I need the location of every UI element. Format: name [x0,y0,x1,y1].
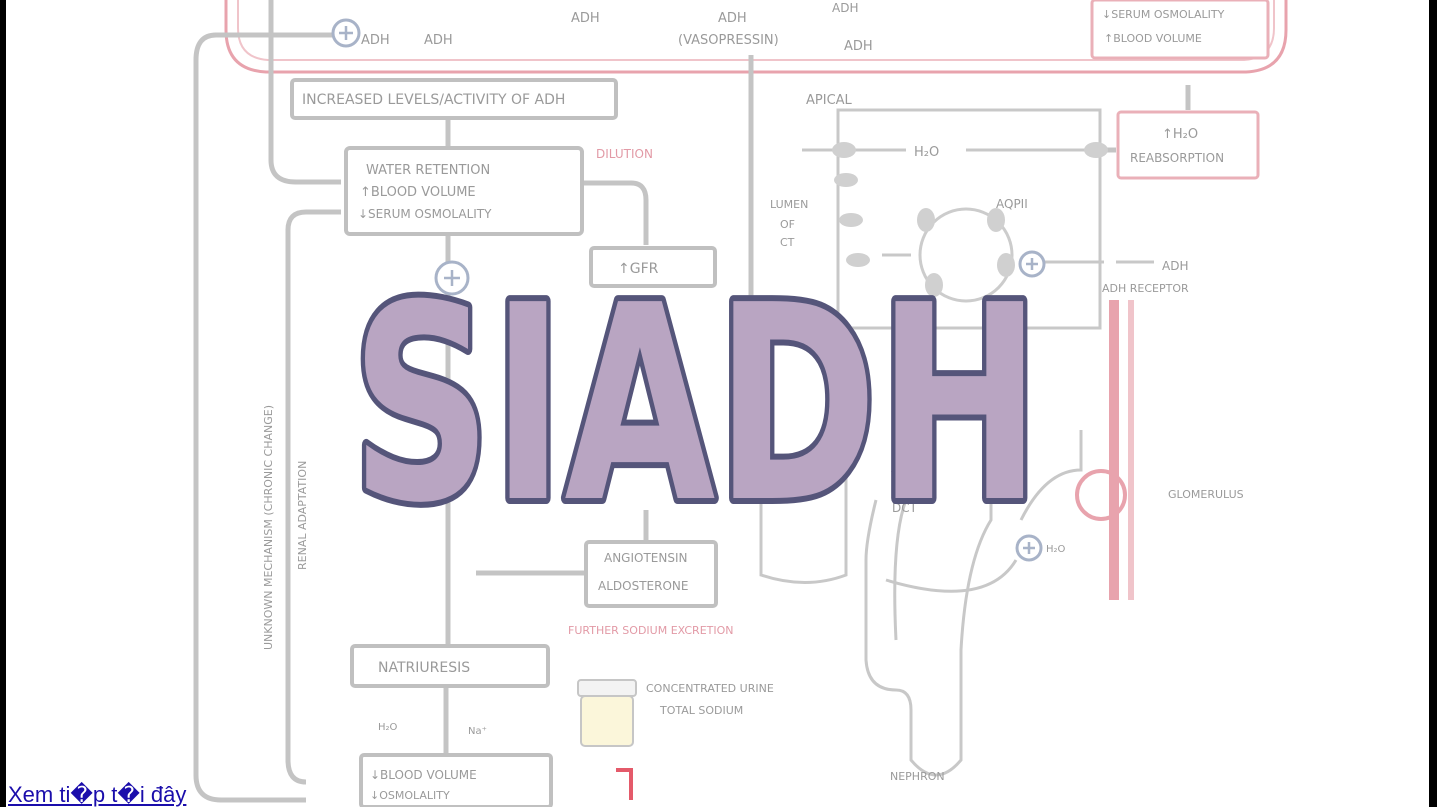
label-lumen-1: LUMEN [770,198,808,211]
red-mark [616,768,633,800]
label-adh-5: ADH [844,39,873,54]
siadh-diagram-image: ADH ADH ADH ADH (VASOPRESSIN) ADH ADH ↓S… [6,0,1429,807]
feedback-lines [193,0,1191,803]
label-aldosterone: ALDOSTERONE [598,579,688,593]
left-border [0,0,6,807]
label-serum-osm-top: ↓SERUM OSMOLALITY [1102,8,1225,21]
label-aqp2-top: AQPII [996,197,1028,211]
label-vasopressin: (VASOPRESSIN) [678,33,779,48]
label-serum-osm: ↓SERUM OSMOLALITY [358,207,492,221]
label-gfr: ↑GFR [618,261,659,277]
label-h2o-reabs-2: REABSORPTION [1130,151,1224,165]
label-renal-adaptation: RENAL ADAPTATION [296,461,309,570]
label-osmolality-low: ↓OSMOLALITY [370,789,450,802]
label-adh-receptor-adh: ADH [1162,259,1188,273]
blood-vessel-top [224,0,1288,74]
label-lumen-3: CT [780,236,795,249]
glomerulus-vessel [1075,300,1134,600]
flow-boxes [290,78,718,807]
label-apical: APICAL [806,93,853,108]
label-adh-2: ADH [424,33,453,48]
label-h2o-2: H₂O [1046,544,1066,555]
label-water-retention: WATER RETENTION [366,163,490,178]
label-adh-6: ADH [832,1,858,15]
label-adh-1: ADH [361,33,390,48]
read-more-link[interactable]: Xem ti�p t�i đây [8,782,187,807]
label-blood-vol-top: ↑BLOOD VOLUME [1104,32,1202,45]
label-blood-volume: ↑BLOOD VOLUME [360,185,476,200]
label-angiotensin: ANGIOTENSIN [604,551,688,565]
siadh-title: SIADH [351,247,1041,562]
label-further-sodium: FURTHER SODIUM EXCRETION [568,624,734,637]
label-adh-receptor: ADH RECEPTOR [1102,282,1189,295]
label-h2o-reabs-1: ↑H₂O [1162,127,1198,142]
label-increased-levels: INCREASED LEVELS/ACTIVITY OF ADH [302,92,565,108]
label-nephron: NEPHRON [890,770,945,783]
label-natriuresis: NATRIURESIS [378,660,470,676]
label-h2o-1: H₂O [914,145,939,160]
label-dct: DCT [892,501,918,515]
label-aqp2-mid: AQPII [891,461,923,475]
label-lumen-2: OF [780,218,795,231]
label-adh-3: ADH [571,11,600,26]
right-border [1429,0,1437,807]
label-blood-volume-low: ↓BLOOD VOLUME [370,768,477,782]
urine-jar [577,679,637,747]
label-concentrated-2: TOTAL SODIUM [659,704,743,717]
plus-glyphs [339,26,1038,554]
label-na: Na⁺ [468,726,487,737]
aquaporin-channels [832,142,1108,297]
nephron-outline [759,340,1083,777]
label-dilution: DILUTION [596,147,653,161]
label-concentrated-1: CONCENTRATED URINE [646,682,774,695]
label-adh-4: ADH [718,11,747,26]
top-right-box [1090,0,1270,60]
handwritten-labels: ADH ADH ADH ADH (VASOPRESSIN) ADH ADH ↓S… [262,1,1244,802]
label-h2o-3: H₂O [378,722,398,733]
label-unknown-mechanism: UNKNOWN MECHANISM (CHRONIC CHANGE) [262,405,275,650]
label-glomerulus: GLOMERULUS [1168,488,1244,501]
reabsorption-box [1116,110,1260,180]
